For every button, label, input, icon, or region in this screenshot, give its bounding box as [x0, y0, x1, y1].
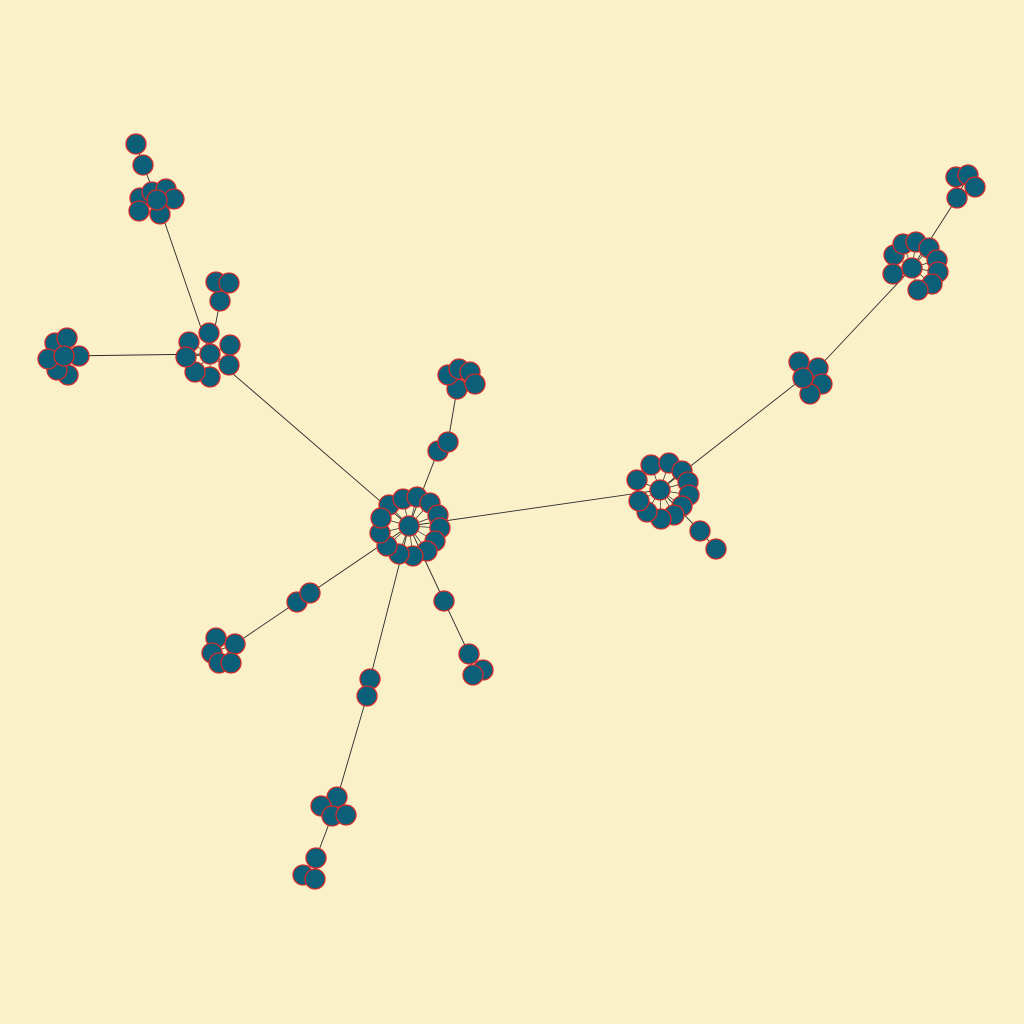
node-c-lr-2: [458, 643, 480, 665]
node-c-lr-1: [433, 590, 455, 612]
node-tl-1: [132, 154, 154, 176]
node-c-dn-7: [305, 847, 327, 869]
node-c-up-7: [464, 373, 486, 395]
hub-far-right: [901, 257, 923, 279]
edge-m-2-hub-far-right: [817, 267, 913, 369]
node-ul-3: [218, 272, 240, 294]
hub-right: [649, 479, 671, 501]
hub-far-right-ring-node-8: [882, 263, 904, 285]
node-layer: [37, 133, 986, 890]
edge-hub-center-hub-right: [408, 489, 661, 527]
node-c-ll-3: [224, 633, 246, 655]
hub-left: [53, 345, 75, 367]
hub-right-ring-node-9: [628, 490, 650, 512]
hub-upper-left-ring-node-2: [219, 334, 241, 356]
edge-hub-far-right-fr-4: [911, 197, 958, 269]
node-m-5: [792, 367, 814, 389]
hub-top-left-ring-node-5: [128, 200, 150, 222]
edge-hub-center-c-up-1: [408, 450, 439, 527]
hub-center-ring-node-12: [370, 507, 392, 529]
hub-upper-left-ring-node-3: [218, 354, 240, 376]
node-c-ll-2: [299, 582, 321, 604]
node-c-dn-2: [356, 685, 378, 707]
node-r-dn-2: [705, 538, 727, 560]
node-ul-1: [209, 290, 231, 312]
hub-upper-left-ring-node-6: [175, 346, 197, 368]
node-fr-4: [946, 187, 968, 209]
node-tl-2: [125, 133, 147, 155]
hub-center: [398, 515, 420, 537]
node-fr-3: [964, 176, 986, 198]
node-c-dn-6: [335, 804, 357, 826]
edge-hub-center-c-lr-1: [408, 525, 445, 602]
node-c-dn-9: [304, 868, 326, 890]
node-c-up-2: [437, 431, 459, 453]
hub-left-ring-node-1: [56, 327, 78, 349]
hub-upper-left: [199, 343, 221, 365]
hub-far-right-ring-node-7: [907, 279, 929, 301]
edge-c-ll-1-c-ll-3: [234, 601, 298, 645]
hub-right-ring-node-10: [626, 469, 648, 491]
edge-hub-center-hub-upper-left: [209, 353, 410, 527]
node-c-lr-4: [462, 664, 484, 686]
hub-top-left: [146, 189, 168, 211]
hub-upper-left-ring-node-1: [198, 322, 220, 344]
node-r-dn-1: [689, 520, 711, 542]
node-c-ll-7: [220, 652, 242, 674]
